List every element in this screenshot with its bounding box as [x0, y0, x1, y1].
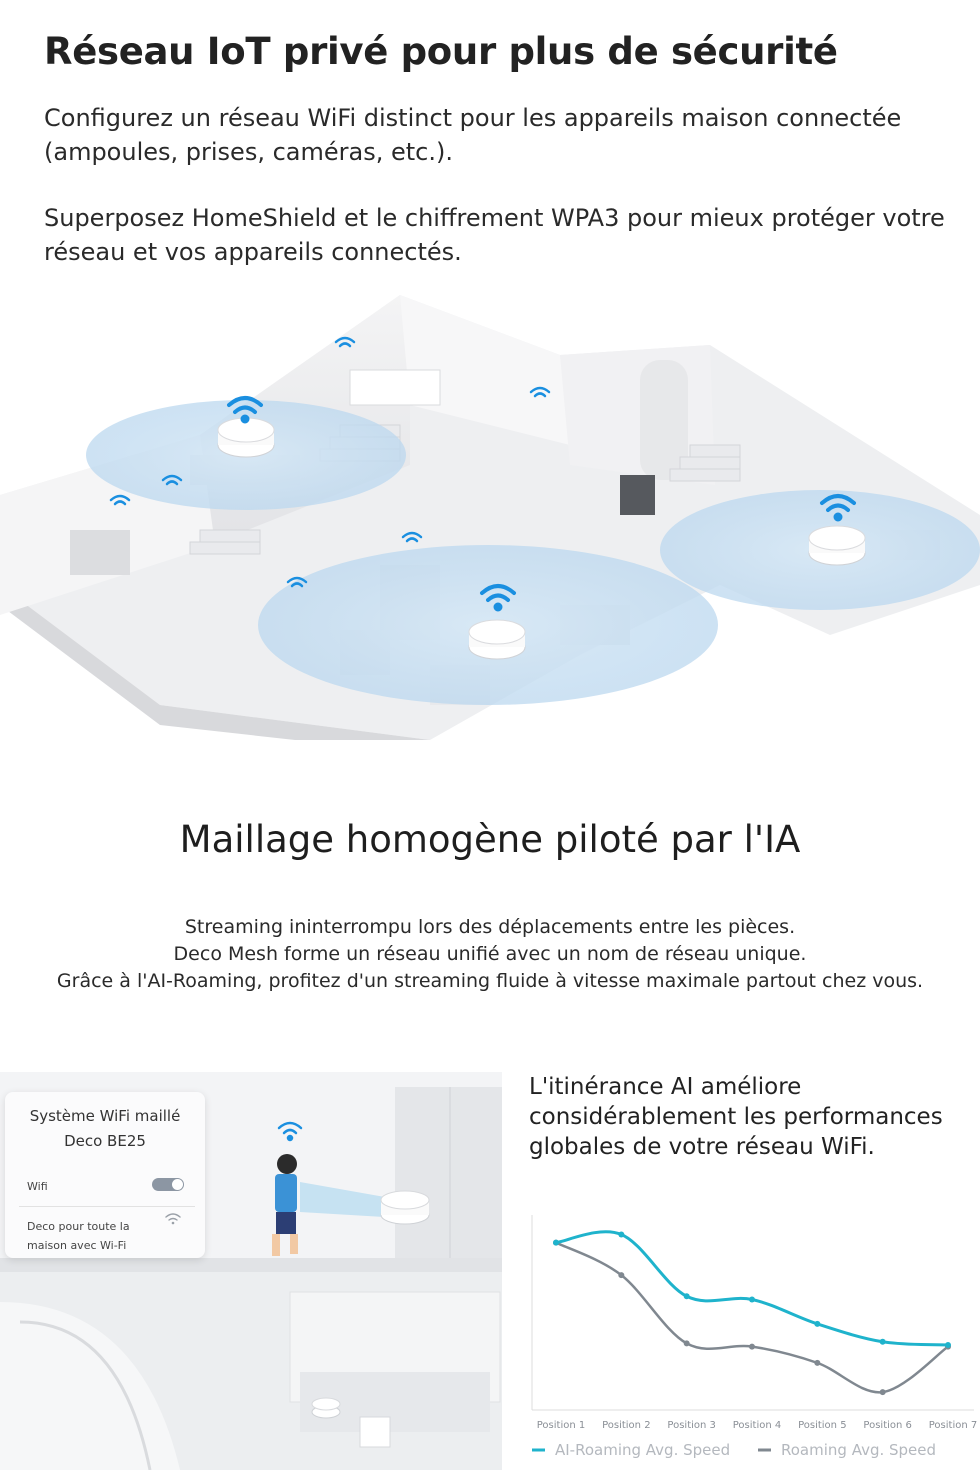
- x-tick-label: Position 1: [537, 1420, 585, 1431]
- section1-title: Réseau IoT privé pour plus de sécurité: [44, 30, 838, 73]
- x-tick-label: Position 4: [733, 1420, 781, 1431]
- data-point: [618, 1272, 625, 1279]
- data-point: [553, 1239, 559, 1246]
- wifi-icon: [529, 386, 551, 398]
- wifi-toggle[interactable]: [152, 1178, 184, 1191]
- speed-chart: Position 1 Position 2 Position 3 Position 4…: [531, 1215, 977, 1459]
- x-tick-label: Position 6: [863, 1420, 911, 1431]
- wifi-icon: [480, 584, 516, 612]
- wifi-icon: [165, 1213, 181, 1225]
- description-line: Streaming ininterrompu lors des déplacem…: [184, 916, 796, 938]
- data-point: [814, 1320, 821, 1327]
- data-point: [749, 1343, 755, 1350]
- deco-router-icon: [380, 1190, 430, 1225]
- app-card: Système WiFi maillé Deco BE25 Wifi Deco …: [5, 1092, 205, 1258]
- section1-paragraph1: Configurez un réseau WiFi distinct pour …: [44, 104, 902, 166]
- x-tick-label: Position 3: [667, 1420, 715, 1431]
- data-point: [683, 1293, 690, 1300]
- data-point: [879, 1338, 886, 1345]
- wifi-icon: [820, 494, 856, 522]
- wifi-icon: [109, 494, 131, 506]
- legend-label: AI-Roaming Avg. Speed: [555, 1441, 730, 1459]
- card-divider: [19, 1206, 195, 1207]
- card-title-line: Deco BE25: [64, 1132, 146, 1150]
- description-line: Grâce à l'AI-Roaming, profitez d'un stre…: [56, 970, 924, 992]
- wifi-icon: [401, 531, 423, 543]
- wifi-icon: [161, 474, 183, 486]
- house-illustration: [0, 295, 980, 740]
- data-point: [945, 1342, 951, 1348]
- data-point: [879, 1389, 886, 1396]
- lifestyle-photo: Système WiFi maillé Deco BE25 Wifi Deco …: [0, 1072, 502, 1470]
- data-point: [814, 1359, 821, 1366]
- x-tick-label: Position 5: [798, 1420, 846, 1431]
- wifi-icon: [277, 1121, 303, 1142]
- deco-router-icon: [468, 619, 526, 660]
- data-point: [618, 1231, 625, 1238]
- data-point: [749, 1296, 755, 1303]
- wifi-label: Wifi: [27, 1180, 48, 1193]
- deco-router-icon: [808, 525, 866, 566]
- series-line-ai-roaming: [555, 1230, 949, 1347]
- x-tick-label: Position 7: [929, 1420, 977, 1431]
- wifi-icon: [286, 576, 308, 588]
- data-point: [683, 1340, 690, 1347]
- legend-label: Roaming Avg. Speed: [781, 1441, 936, 1459]
- card-title: Système WiFi maillé Deco BE25: [5, 1104, 205, 1154]
- description-line: Deco Mesh forme un réseau unifié avec un…: [173, 943, 807, 965]
- section1-paragraph2: Superposez HomeShield et le chiffrement …: [44, 204, 945, 266]
- series-line-roaming: [555, 1241, 949, 1394]
- x-tick-label: Position 2: [602, 1420, 650, 1431]
- chart-caption: L'itinérance AI améliore considérablemen…: [529, 1074, 943, 1160]
- network-label: Deco pour toute la maison avec Wi-Fi: [27, 1220, 130, 1252]
- section2-description: Streaming ininterrompu lors des déplacem…: [0, 914, 980, 995]
- deco-router-icon: [311, 1397, 341, 1419]
- deco-router-icon: [217, 417, 275, 458]
- section2-title: Maillage homogène piloté par l'IA: [179, 818, 801, 861]
- card-title-line: Système WiFi maillé: [29, 1107, 181, 1125]
- wifi-icon: [227, 396, 263, 424]
- wifi-icon: [334, 336, 356, 348]
